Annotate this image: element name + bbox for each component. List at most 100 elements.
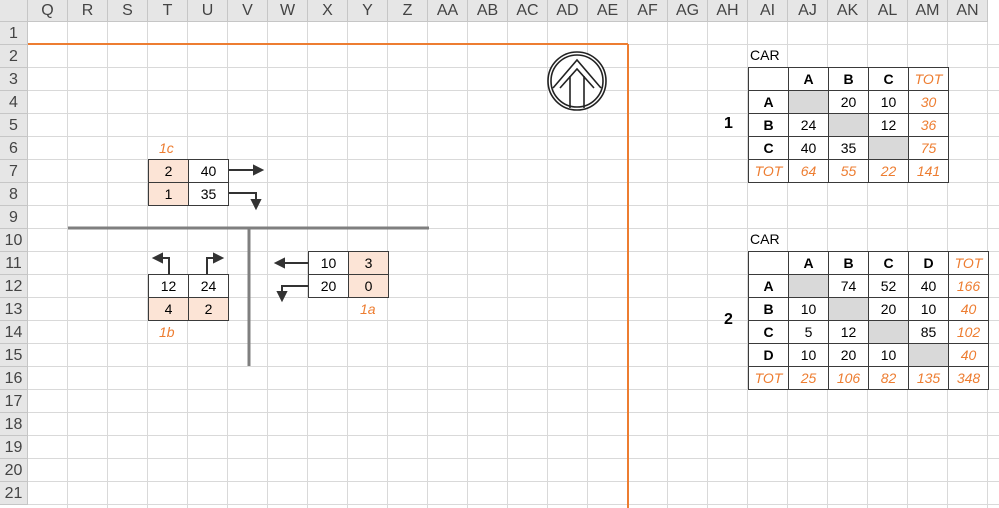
table-cell[interactable]: 85: [908, 320, 949, 344]
row-header-2[interactable]: 2: [0, 45, 28, 68]
box-1c-cell[interactable]: 1: [148, 182, 189, 206]
column-header-ai[interactable]: AI: [748, 0, 788, 22]
table-cell[interactable]: 55: [828, 159, 869, 183]
box-1c-cell[interactable]: 40: [188, 159, 229, 183]
select-all-corner[interactable]: [0, 0, 28, 22]
table-row-label[interactable]: C: [748, 320, 789, 344]
row-header-15[interactable]: 15: [0, 344, 28, 367]
row-header-3[interactable]: 3: [0, 68, 28, 91]
table-row-label[interactable]: D: [748, 343, 789, 367]
column-header-an[interactable]: AN: [948, 0, 988, 22]
table-cell[interactable]: 25: [788, 366, 829, 390]
row-header-10[interactable]: 10: [0, 229, 28, 252]
table-cell[interactable]: 102: [948, 320, 989, 344]
row-header-1[interactable]: 1: [0, 22, 28, 45]
column-header-u[interactable]: U: [188, 0, 228, 22]
table-cell[interactable]: 36: [908, 113, 949, 137]
table-cell[interactable]: 135: [908, 366, 949, 390]
row-header-12[interactable]: 12: [0, 275, 28, 298]
box-1c-cell[interactable]: 2: [148, 159, 189, 183]
row-header-4[interactable]: 4: [0, 91, 28, 114]
box-1b-cell[interactable]: 2: [188, 297, 229, 321]
column-header-al[interactable]: AL: [868, 0, 908, 22]
row-header-7[interactable]: 7: [0, 160, 28, 183]
column-header-z[interactable]: Z: [388, 0, 428, 22]
table-cell[interactable]: 24: [788, 113, 829, 137]
table-cell[interactable]: 22: [868, 159, 909, 183]
table-cell[interactable]: 20: [868, 297, 909, 321]
table-row-label[interactable]: B: [748, 297, 789, 321]
column-header-ad[interactable]: AD: [548, 0, 588, 22]
column-header-aa[interactable]: AA: [428, 0, 468, 22]
box-1c-cell[interactable]: 35: [188, 182, 229, 206]
table-cell[interactable]: 348: [948, 366, 989, 390]
table-diagonal-cell[interactable]: [828, 297, 869, 321]
table-header-cell[interactable]: TOT: [948, 251, 989, 275]
table-cell[interactable]: 5: [788, 320, 829, 344]
table-diagonal-cell[interactable]: [868, 320, 909, 344]
box-1b-cell[interactable]: 12: [148, 274, 189, 298]
table-diagonal-cell[interactable]: [828, 113, 869, 137]
table-cell[interactable]: 10: [788, 343, 829, 367]
column-header-aj[interactable]: AJ: [788, 0, 828, 22]
table-cell[interactable]: 106: [828, 366, 869, 390]
column-header-ab[interactable]: AB: [468, 0, 508, 22]
table-corner-cell[interactable]: [748, 67, 789, 91]
table-cell[interactable]: 82: [868, 366, 909, 390]
table-cell[interactable]: 166: [948, 274, 989, 298]
table-cell[interactable]: 10: [788, 297, 829, 321]
table-cell[interactable]: 35: [828, 136, 869, 160]
table-diagonal-cell[interactable]: [868, 136, 909, 160]
table-corner-cell[interactable]: [748, 251, 789, 275]
box-1a-cell[interactable]: 3: [348, 251, 389, 275]
table-diagonal-cell[interactable]: [788, 274, 829, 298]
column-header-x[interactable]: X: [308, 0, 348, 22]
table-cell[interactable]: 74: [828, 274, 869, 298]
column-header-v[interactable]: V: [228, 0, 268, 22]
table-cell[interactable]: 40: [948, 343, 989, 367]
column-header-t[interactable]: T: [148, 0, 188, 22]
table-row-label[interactable]: TOT: [748, 366, 789, 390]
row-header-6[interactable]: 6: [0, 137, 28, 160]
table-header-cell[interactable]: B: [828, 67, 869, 91]
row-header-14[interactable]: 14: [0, 321, 28, 344]
column-header-ac[interactable]: AC: [508, 0, 548, 22]
table-row-label[interactable]: A: [748, 90, 789, 114]
table-row-label[interactable]: TOT: [748, 159, 789, 183]
column-header-w[interactable]: W: [268, 0, 308, 22]
row-header-5[interactable]: 5: [0, 114, 28, 137]
row-header-16[interactable]: 16: [0, 367, 28, 390]
row-header-21[interactable]: 21: [0, 482, 28, 505]
table-cell[interactable]: 40: [788, 136, 829, 160]
table-diagonal-cell[interactable]: [908, 343, 949, 367]
table-header-cell[interactable]: C: [868, 67, 909, 91]
column-header-ak[interactable]: AK: [828, 0, 868, 22]
table-diagonal-cell[interactable]: [788, 90, 829, 114]
row-header-11[interactable]: 11: [0, 252, 28, 275]
column-header-ah[interactable]: AH: [708, 0, 748, 22]
table-cell[interactable]: 141: [908, 159, 949, 183]
table-cell[interactable]: 64: [788, 159, 829, 183]
table-header-cell[interactable]: A: [788, 251, 829, 275]
table-cell[interactable]: 10: [868, 90, 909, 114]
box-1a-cell[interactable]: 0: [348, 274, 389, 298]
column-header-q[interactable]: Q: [28, 0, 68, 22]
table-header-cell[interactable]: D: [908, 251, 949, 275]
table-header-cell[interactable]: B: [828, 251, 869, 275]
box-1a-cell[interactable]: 20: [308, 274, 349, 298]
row-header-8[interactable]: 8: [0, 183, 28, 206]
table-cell[interactable]: 10: [908, 297, 949, 321]
column-header-am[interactable]: AM: [908, 0, 948, 22]
table-cell[interactable]: 30: [908, 90, 949, 114]
row-header-18[interactable]: 18: [0, 413, 28, 436]
row-header-17[interactable]: 17: [0, 390, 28, 413]
table-cell[interactable]: 20: [828, 343, 869, 367]
table-cell[interactable]: 12: [868, 113, 909, 137]
column-header-s[interactable]: S: [108, 0, 148, 22]
row-header-13[interactable]: 13: [0, 298, 28, 321]
table-cell[interactable]: 75: [908, 136, 949, 160]
table-cell[interactable]: 10: [868, 343, 909, 367]
box-1b-cell[interactable]: 4: [148, 297, 189, 321]
table-cell[interactable]: 40: [948, 297, 989, 321]
table-header-cell[interactable]: A: [788, 67, 829, 91]
